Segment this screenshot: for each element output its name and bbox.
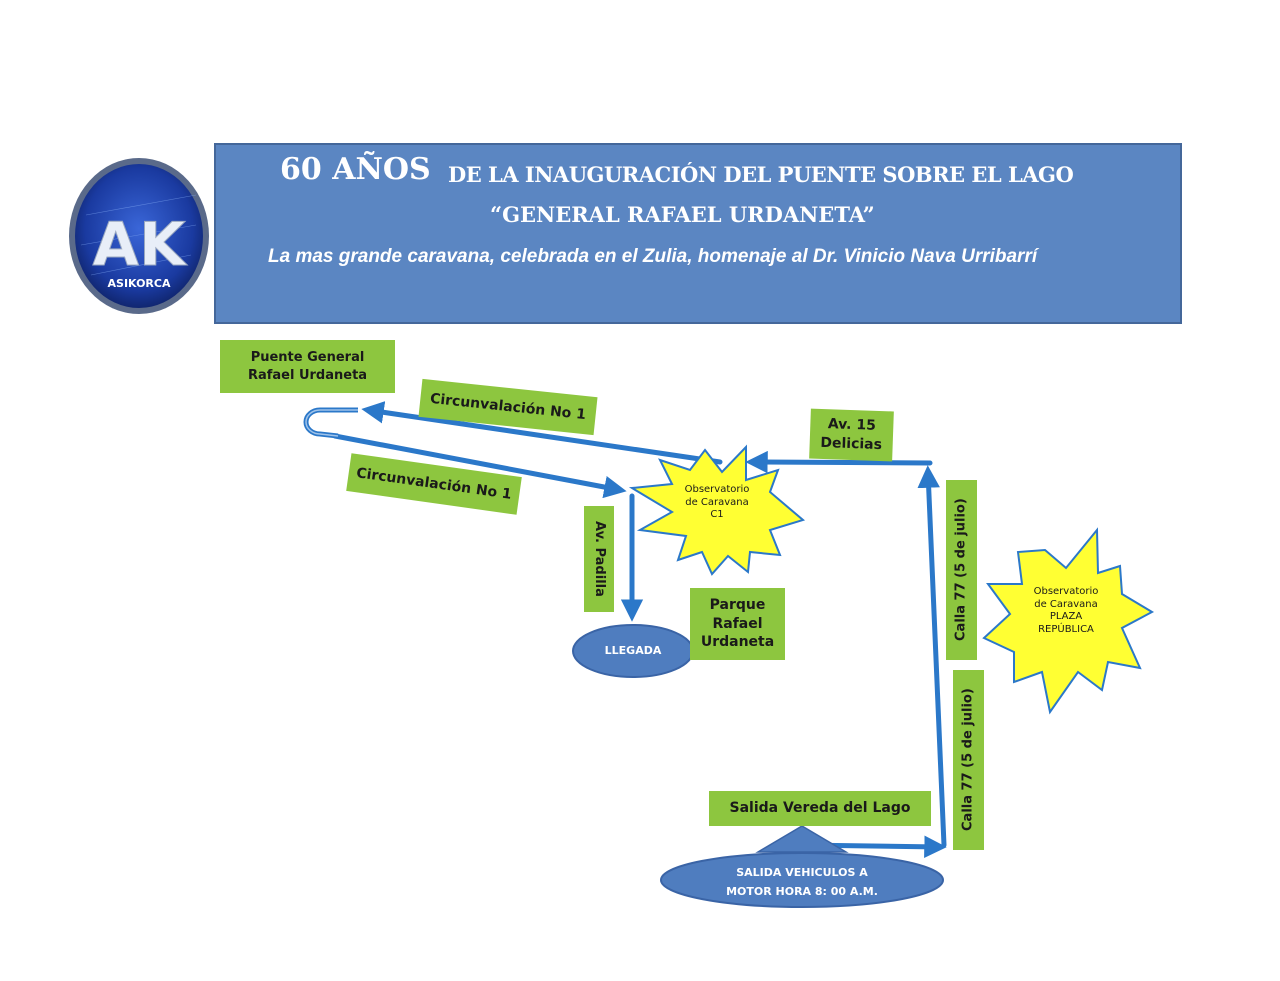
star-c1-line3: C1	[710, 509, 724, 520]
oval-salida-text: SALIDA VEHICULOS A MOTOR HORA 8: 00 A.M.	[692, 864, 912, 901]
svg-text:ASIKORCA: ASIKORCA	[108, 277, 171, 290]
label-puente-line1: Puente General	[250, 349, 365, 365]
star-c1-line1: Observatorio	[684, 484, 750, 495]
star-plaza-line1: Observatorio	[1033, 586, 1099, 597]
banner-title-line1: DE LA INAUGURACIÓN DEL PUENTE SOBRE EL L…	[448, 162, 1074, 187]
route-circunvalacion-top	[361, 401, 723, 465]
label-calla-77-lower: Calla 77 (5 de julio)	[953, 670, 984, 850]
up-arrow-shape	[755, 825, 849, 853]
banner-title-line2: “GENERAL RAFAEL URDANETA”	[490, 202, 875, 227]
banner-subtitle: La mas grande caravana, celebrada en el …	[268, 246, 1038, 267]
label-parque-line2: Rafael	[712, 615, 763, 632]
label-av-padilla: Av. Padilla	[584, 506, 614, 612]
label-parque-line1: Parque	[709, 596, 766, 613]
label-salida-vereda: Salida Vereda del Lago	[709, 791, 931, 826]
label-calla-77-upper: Calla 77 (5 de julio)	[946, 480, 977, 660]
label-calla-77-lower-text: Calla 77 (5 de julio)	[960, 688, 976, 832]
label-av15-line2: Delicias	[820, 434, 883, 454]
oval-salida-line2: MOTOR HORA 8: 00 A.M.	[726, 884, 878, 898]
star-plaza-line4: REPÚBLICA	[1038, 623, 1094, 635]
star-plaza-text: Observatorio de Caravana PLAZA REPÚBLICA	[1020, 586, 1112, 636]
route-calla-77	[917, 465, 947, 848]
star-observatorio-plaza	[982, 527, 1155, 715]
route-circunvalacion-bottom	[332, 433, 627, 499]
oval-llegada-text: LLEGADA	[604, 644, 662, 657]
anniversary-text: 60 AÑOS	[280, 152, 431, 187]
star-plaza-line2: de Caravana	[1034, 598, 1098, 610]
label-av15-line1: Av. 15	[827, 416, 877, 434]
label-parque-line3: Urdaneta	[700, 634, 775, 651]
oval-salida	[660, 852, 944, 908]
label-calla-77-upper-text: Calla 77 (5 de julio)	[953, 498, 969, 642]
svg-text:AK: AK	[93, 210, 188, 280]
oval-salida-line1: SALIDA VEHICULOS A	[736, 866, 868, 879]
label-puente-line2: Rafael Urdaneta	[247, 367, 368, 383]
route-av15	[745, 450, 933, 474]
label-av-padilla-text: Av. Padilla	[591, 521, 607, 597]
header-banner	[214, 143, 1182, 324]
star-c1-text: Observatorio de Caravana C1	[672, 484, 762, 522]
star-c1-line2: de Caravana	[685, 496, 749, 508]
star-plaza-line3: PLAZA	[1049, 611, 1083, 622]
star-observatorio-c1	[628, 444, 806, 576]
asikorca-logo: AK ASIKORCA	[69, 158, 209, 314]
